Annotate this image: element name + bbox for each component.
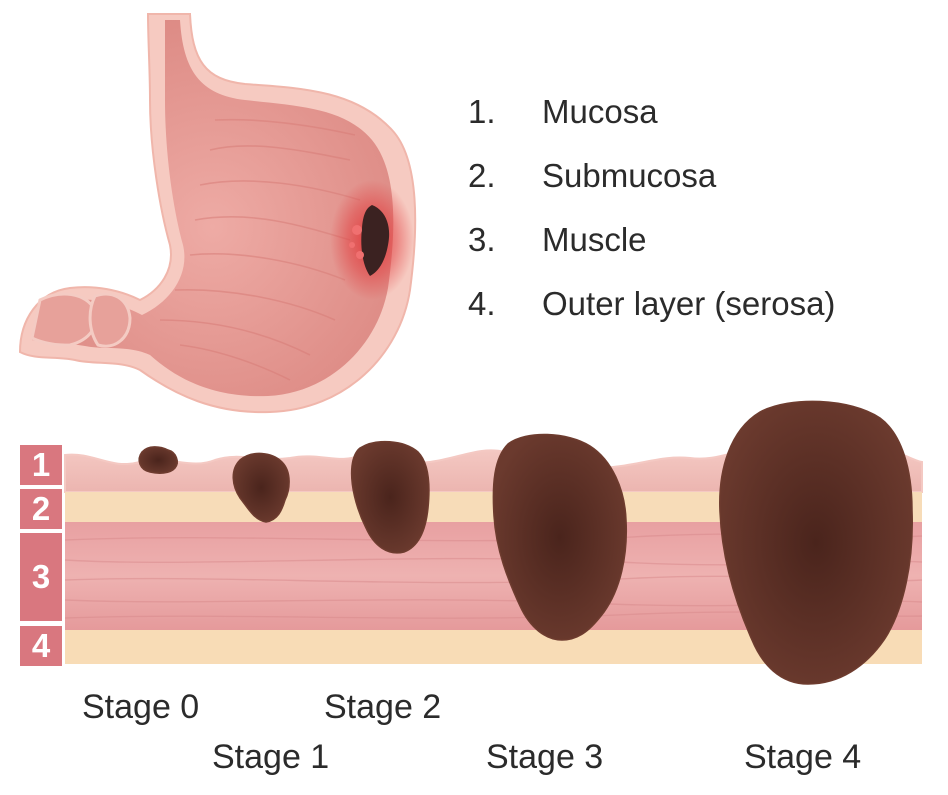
stomach-illustration — [18, 13, 417, 414]
layer-badge-4: 4 — [20, 626, 62, 666]
legend-item-serosa: 4. Outer layer (serosa) — [468, 280, 928, 344]
pyloric-segment — [88, 292, 132, 348]
stomach-inner-lining — [32, 20, 394, 397]
legend-label: Mucosa — [542, 93, 658, 130]
layer-badge-3: 3 — [20, 533, 62, 621]
legend-item-muscle: 3. Muscle — [468, 216, 928, 280]
layer-badge-2: 2 — [20, 489, 62, 529]
stage-label-3: Stage 3 — [486, 738, 604, 776]
tumor-stage-0 — [138, 446, 178, 474]
stomach-lesion — [330, 180, 414, 300]
layer-legend: 1. Mucosa 2. Submucosa 3. Muscle 4. Oute… — [468, 88, 928, 344]
legend-label: Muscle — [542, 221, 647, 258]
legend-number: 1. — [468, 93, 496, 130]
tumor-stage-4 — [719, 400, 914, 685]
tumor-stage-2 — [350, 440, 430, 554]
legend-number: 3. — [468, 221, 496, 258]
legend-item-submucosa: 2. Submucosa — [468, 152, 928, 216]
stage-label-0: Stage 0 — [82, 688, 200, 726]
legend-item-mucosa: 1. Mucosa — [468, 88, 928, 152]
stage-label-2: Stage 2 — [324, 688, 442, 726]
pyloric-segment — [30, 292, 98, 347]
stage-label-4: Stage 4 — [744, 738, 862, 776]
legend-label: Submucosa — [542, 157, 717, 194]
legend-label: Outer layer (serosa) — [542, 285, 836, 322]
layer-badge-1: 1 — [20, 445, 62, 485]
tumor-stage-3 — [492, 433, 628, 641]
legend-number: 2. — [468, 157, 496, 194]
stomach-rugae — [159, 118, 361, 381]
tumor-stage-1 — [232, 452, 290, 523]
tumors — [138, 400, 914, 685]
stage-label-1: Stage 1 — [212, 738, 330, 776]
legend-number: 4. — [468, 285, 496, 322]
